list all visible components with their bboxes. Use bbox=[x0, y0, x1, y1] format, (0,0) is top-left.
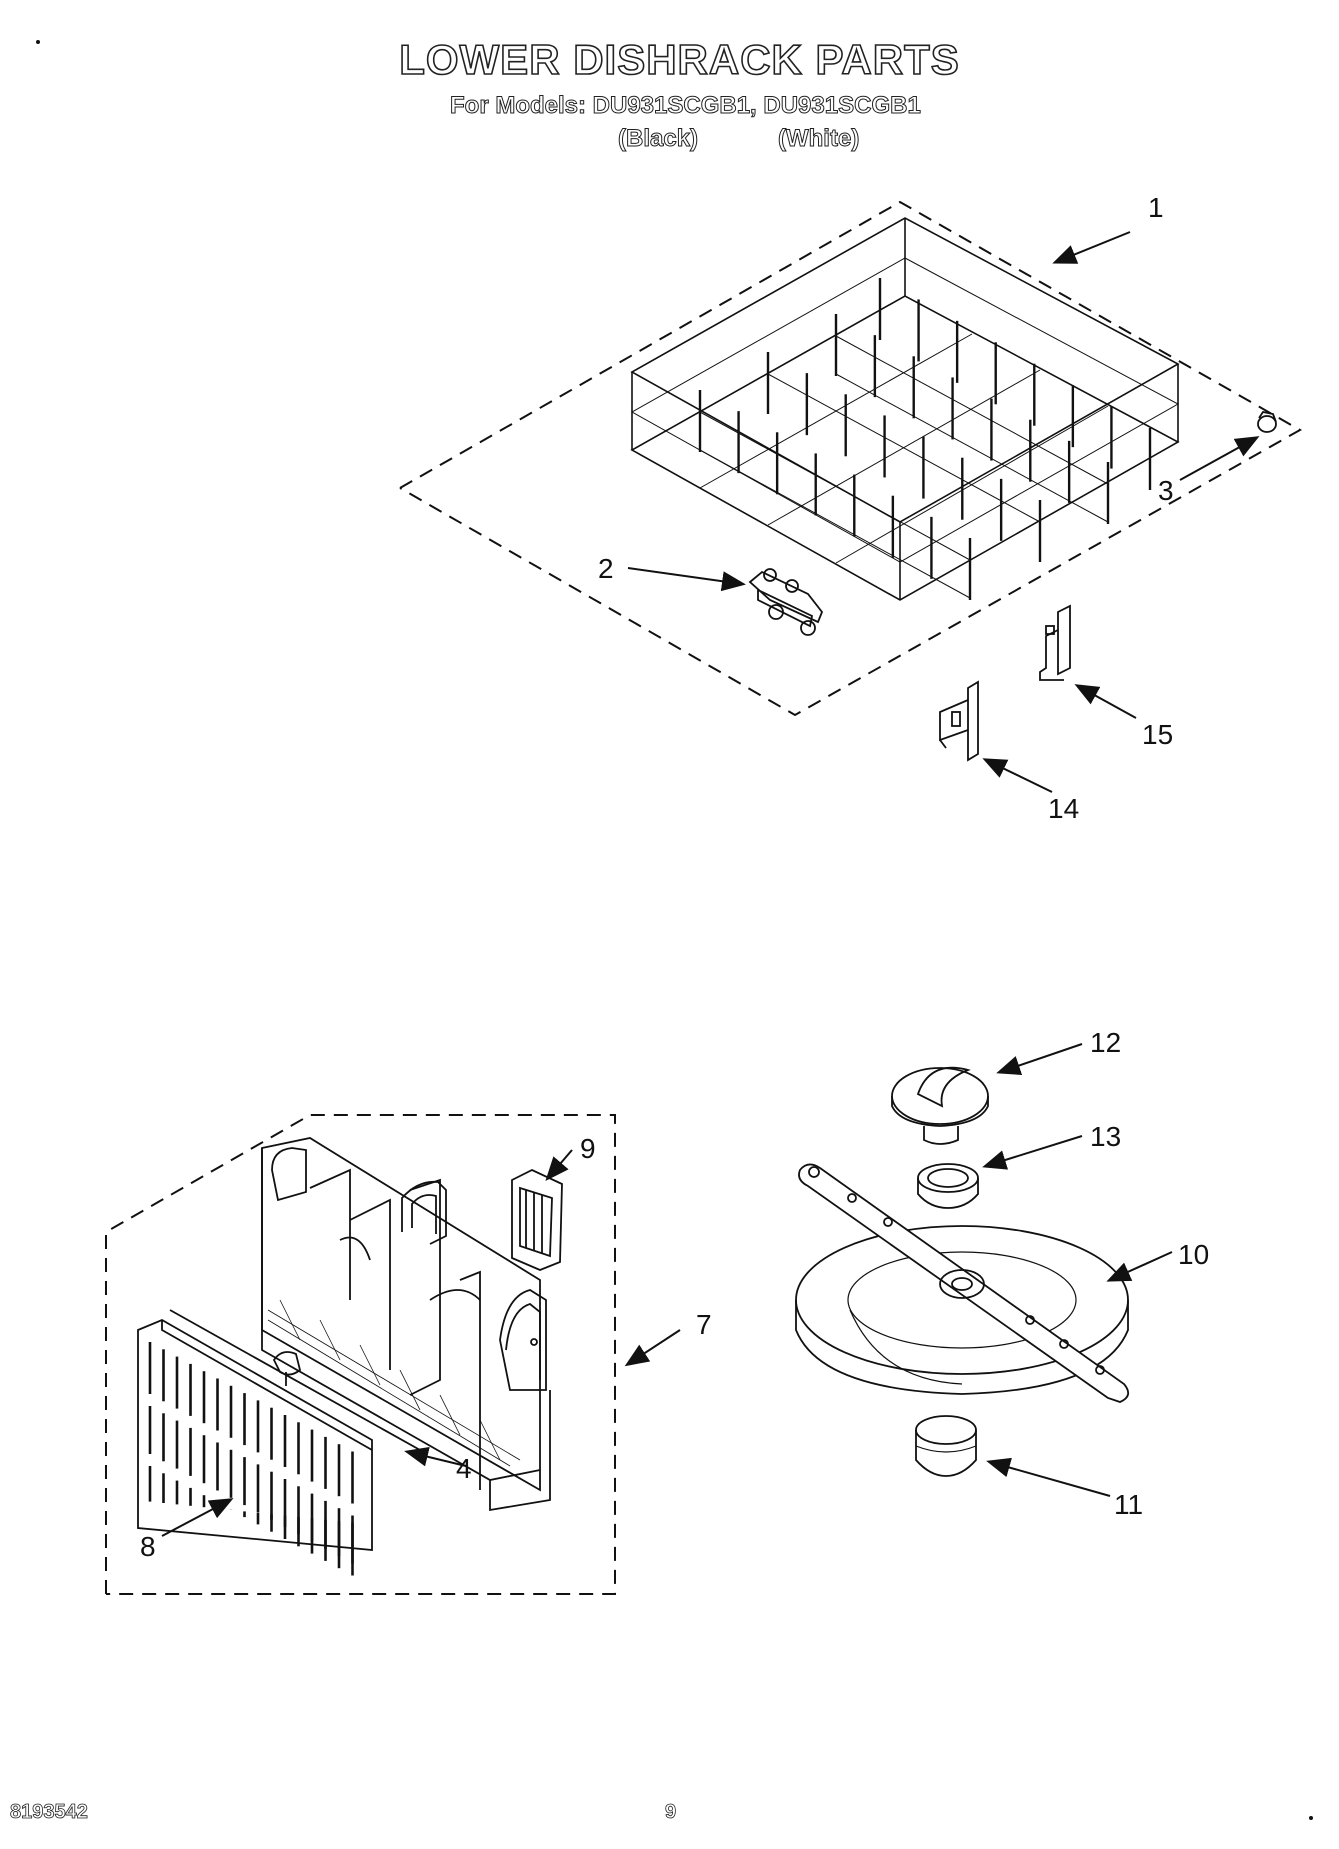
bracket-part-15 bbox=[1039, 604, 1071, 681]
callout-4: 4 bbox=[456, 1453, 472, 1484]
rack-tines bbox=[698, 278, 1152, 600]
callout-7: 7 bbox=[696, 1309, 712, 1340]
callout-2: 2 bbox=[598, 553, 614, 584]
spray-arm-ring-part bbox=[917, 1163, 979, 1209]
basket-assembly-outline bbox=[105, 1114, 616, 1595]
basket-lid-slots bbox=[148, 1342, 354, 1576]
page-title: LOWER DISHRACK PARTS bbox=[398, 35, 960, 84]
callout-12: 12 bbox=[1090, 1027, 1121, 1058]
callout-8: 8 bbox=[140, 1531, 156, 1562]
rack-assembly-outline bbox=[399, 200, 1303, 717]
spray-arm-base-part bbox=[795, 1225, 1129, 1395]
silverware-basket-part bbox=[261, 1137, 551, 1512]
callout-9: 9 bbox=[580, 1133, 596, 1164]
models-line: For Models: DU931SCGB1, DU931SCGB1 bbox=[450, 92, 922, 120]
page-number: 9 bbox=[665, 1801, 677, 1824]
callout-14: 14 bbox=[1048, 793, 1079, 824]
callout-10: 10 bbox=[1178, 1239, 1209, 1270]
callout-13: 13 bbox=[1090, 1121, 1121, 1152]
callout-1: 1 bbox=[1148, 192, 1164, 223]
basket-lid-part-8 bbox=[137, 1318, 373, 1551]
basket-rod-part-4 bbox=[169, 1309, 421, 1451]
variant-black-label: (Black) bbox=[617, 125, 699, 153]
callout-15: 15 bbox=[1142, 719, 1173, 750]
rack-stop-part bbox=[1257, 410, 1277, 433]
variant-white-label: (White) bbox=[777, 125, 860, 153]
spray-arm-cap-part bbox=[891, 1066, 989, 1145]
basket-cover-part-9 bbox=[511, 1169, 563, 1271]
leader-lines bbox=[161, 231, 1260, 1537]
spray-arm-collar-part bbox=[915, 1415, 977, 1477]
rack-roller-part bbox=[748, 568, 824, 636]
callout-3: 3 bbox=[1158, 475, 1174, 506]
bracket-part-14 bbox=[939, 680, 979, 762]
spray-arm bbox=[798, 1163, 1130, 1403]
callout-11: 11 bbox=[1114, 1489, 1143, 1520]
lower-dishrack-part bbox=[630, 217, 1180, 601]
document-number: 8193542 bbox=[10, 1801, 89, 1824]
